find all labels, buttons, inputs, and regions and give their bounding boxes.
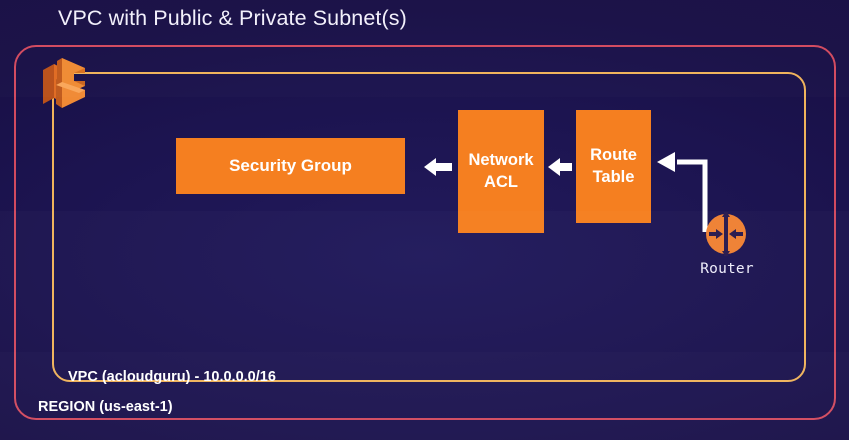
connector-route-table-to-nacl-arrow [548,155,572,179]
page-title: VPC with Public & Private Subnet(s) [58,6,407,30]
node-network-acl-label: Network ACL [468,151,534,191]
node-security-group-label: Security Group [229,156,352,176]
connector-nacl-to-security-group-arrow [424,155,452,179]
vpc-label: VPC (acloudguru) - 10.0.0.0/16 [68,369,276,385]
region-boundary [14,45,836,420]
region-label: REGION (us-east-1) [38,399,173,415]
node-route-table[interactable]: Route Table [576,110,651,223]
router-label: Router [700,261,754,277]
router-icon[interactable] [703,211,749,257]
node-network-acl[interactable]: Network ACL [458,110,544,233]
node-security-group[interactable]: Security Group [176,138,405,194]
aws-vpc-cube-icon [41,56,91,112]
vpc-boundary [52,72,806,382]
connector-router-to-route-table [655,148,755,240]
node-route-table-label: Route Table [590,146,637,186]
